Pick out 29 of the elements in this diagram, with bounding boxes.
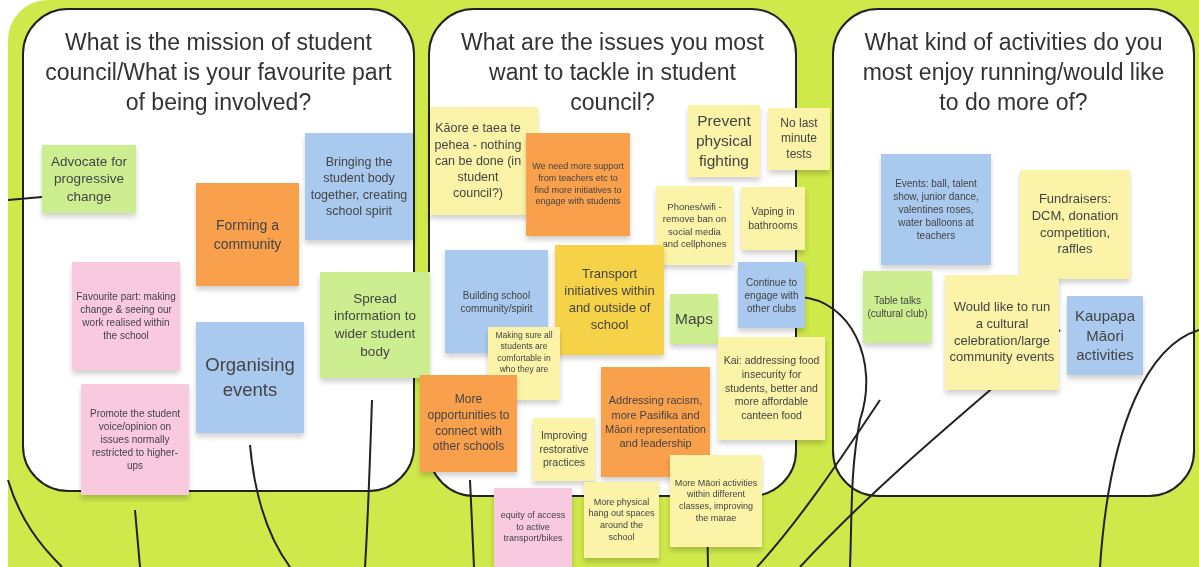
sticky-note: Improving restorative practices <box>533 418 595 481</box>
sticky-note: equity of access to active transport/bikes <box>494 488 572 567</box>
sticky-note: Would like to run a cultural celebration/large community events <box>945 275 1059 390</box>
sticky-note: Kai: addressing food insecurity for students, better and more affordable canteen food <box>718 337 825 440</box>
sticky-note: Favourite part: making change & seeing our work realised within the school <box>72 262 180 370</box>
sticky-note: Prevent physical fighting <box>688 105 760 177</box>
sticky-note: More physical hang out spaces around the school <box>584 482 659 558</box>
sticky-note: Kaupapa Māori activities <box>1067 296 1143 375</box>
panel-question: What kind of activities do you most enjoy running/would like to do more of? <box>861 28 1166 117</box>
sticky-note: Forming a community <box>196 183 299 286</box>
sticky-note: Advocate for progressive change <box>42 145 136 213</box>
panel-question: What is the mission of student council/What is your favourite part of being involved? <box>44 28 393 117</box>
sticky-note: Vaping in bathrooms <box>741 187 805 250</box>
sticky-note: More opportunities to connect with other schools <box>420 375 517 472</box>
sticky-note: Spread information to wider student body <box>320 272 430 378</box>
question-panel <box>832 8 1195 497</box>
sticky-note: Table talks (cultural club) <box>863 271 932 343</box>
sticky-note: No last minute tests <box>768 108 830 170</box>
question-panel <box>22 8 415 492</box>
sticky-note: Transport initiatives within and outside of school <box>555 245 664 355</box>
sticky-note: Maps <box>670 294 718 344</box>
sticky-note: Events: ball, talent show, junior dance, valentines roses, water balloons at teachers <box>881 154 991 265</box>
sticky-note: Bringing the student body together, creating school spirit <box>305 133 413 240</box>
sticky-note: Continue to engage with other clubs <box>738 262 805 328</box>
sticky-note: Fundraisers: DCM, donation competition, raffles <box>1020 170 1130 279</box>
sticky-note: We need more support from teachers etc to find more initiatives to engage with students <box>526 133 630 236</box>
sticky-note: Organising events <box>196 322 304 433</box>
sticky-note: Promote the student voice/opinion on issues normally restricted to higher-ups <box>81 384 189 495</box>
sticky-note: Addressing racism, more Pasifika and Māori representation and leadership <box>601 367 710 477</box>
